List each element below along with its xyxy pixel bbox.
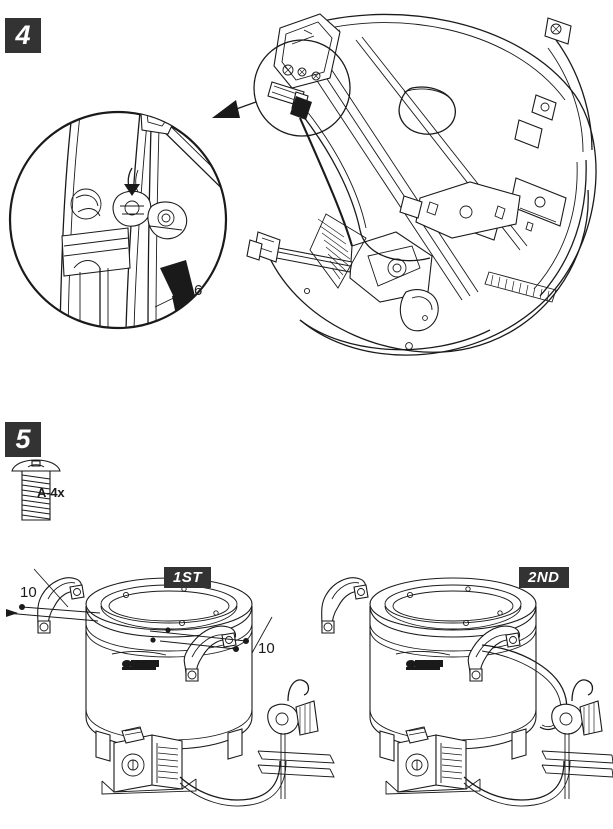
callout-label-10-left: 10	[20, 584, 37, 601]
handle-installed-right	[467, 625, 521, 682]
cooker-view-2nd	[321, 577, 613, 807]
cooker-view-1st	[5, 577, 335, 807]
step-5-illustration	[5, 568, 613, 807]
assembly-arrows-right	[149, 627, 249, 652]
brand-logo	[111, 651, 167, 670]
detail-leader-arrow	[212, 100, 257, 118]
lid-bracket-assembly	[267, 13, 341, 120]
regulator-valve-2nd	[541, 679, 613, 799]
callout-6-leader	[154, 289, 191, 308]
hardware-label: A-4x	[37, 485, 65, 500]
handle-assembly-left	[37, 577, 85, 634]
order-badge-1st: 1ST	[164, 567, 212, 588]
grill-valve-mechanism	[246, 109, 521, 332]
step-4-illustration	[8, 13, 597, 356]
magnified-detail-view	[8, 110, 228, 330]
handle-installed-left	[321, 577, 369, 634]
step-badge-5: 5	[5, 422, 41, 457]
control-box	[113, 726, 183, 793]
screw-icon	[11, 459, 61, 521]
assembly-arrows-left	[5, 604, 101, 622]
callout-label-10-right: 10	[258, 640, 275, 657]
control-box-2nd	[397, 726, 467, 793]
callout-label-6: 6	[194, 282, 203, 299]
brand-logo-2nd	[395, 651, 451, 670]
callout-10-leaders	[33, 568, 273, 654]
order-badge-2nd: 2ND	[519, 567, 569, 588]
detail-indicator-circle	[253, 39, 351, 137]
step-badge-4: 4	[5, 18, 41, 53]
regulator-valve	[257, 679, 335, 799]
